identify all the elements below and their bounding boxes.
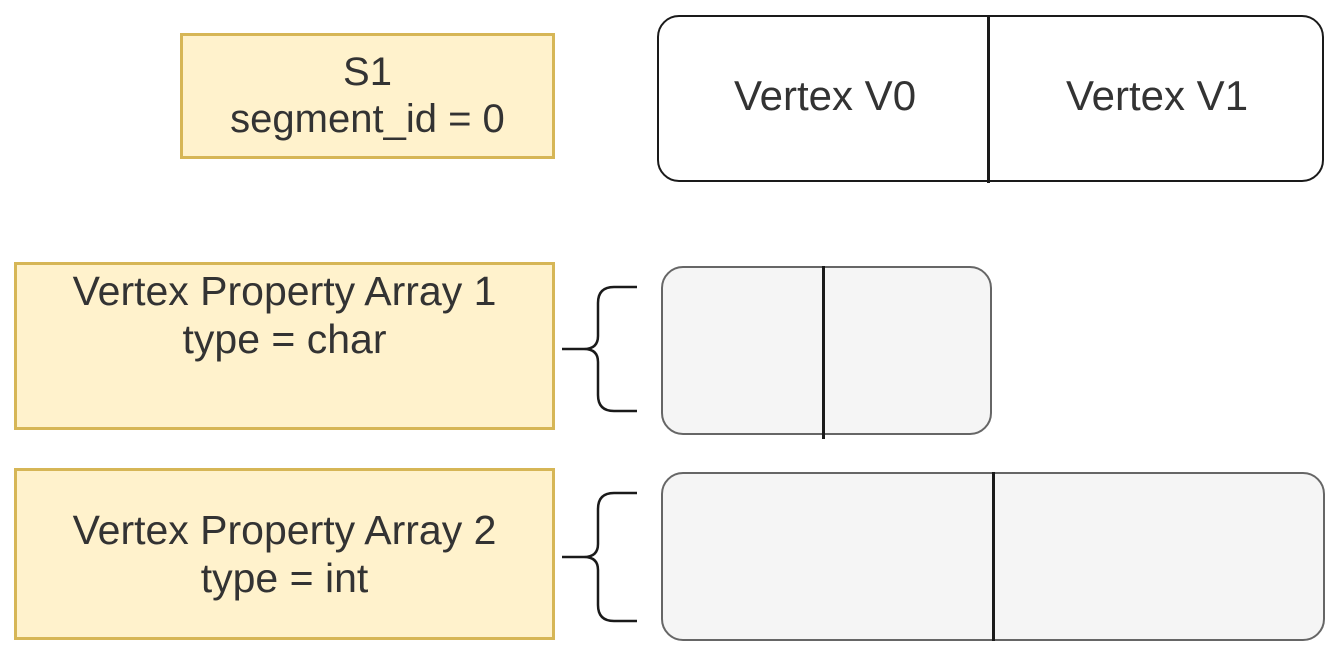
vertex-cell-v1: Vertex V1 [1065, 72, 1249, 119]
property-array-2-title: Vertex Property Array 2 [72, 506, 497, 553]
property-array-2-divider [992, 472, 995, 641]
property-array-1-type: type = char [182, 316, 387, 363]
property-array-2-type: type = int [200, 555, 369, 601]
segment-id: segment_id = 0 [230, 97, 505, 141]
vertex-array [657, 15, 1324, 182]
property-array-1-title: Vertex Property Array 1 [72, 268, 497, 314]
segment-label: S1 segment_id = 0 [180, 33, 555, 159]
segment-name: S1 [343, 49, 392, 94]
vertex-cell-v0: Vertex V0 [733, 72, 917, 119]
property-array-1 [661, 266, 992, 435]
property-array-2-label: Vertex Property Array 2 type = int [14, 468, 555, 640]
vertex-array-divider [987, 15, 990, 183]
property-array-1-divider [822, 266, 825, 439]
property-array-1-label: Vertex Property Array 1 type = char [14, 262, 555, 430]
property-array-2-brace [562, 491, 637, 623]
property-array-1-brace [562, 285, 637, 413]
